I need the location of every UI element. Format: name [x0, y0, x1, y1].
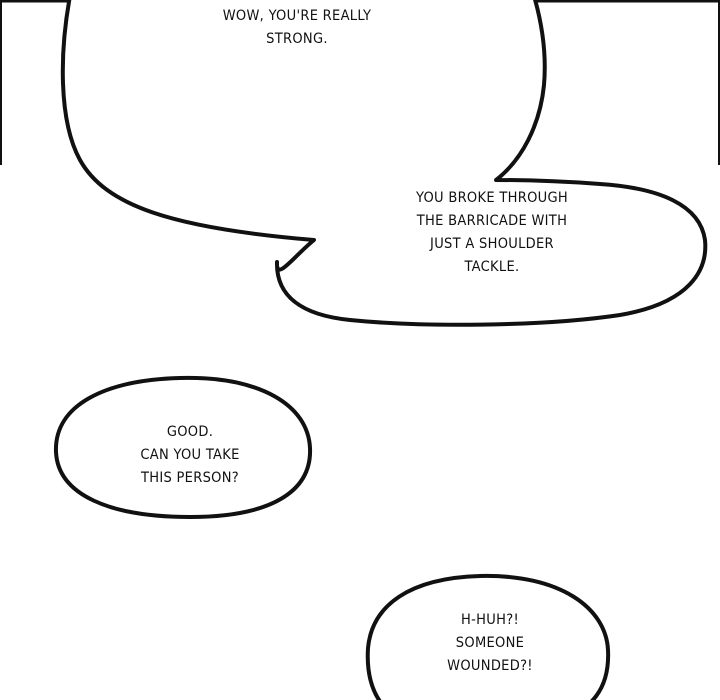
text-line: STRONG. — [266, 31, 328, 47]
text-line: JUST A SHOULDER — [430, 236, 554, 252]
text-line: H-HUH?! — [461, 612, 519, 628]
text-line: THIS PERSON? — [140, 470, 240, 486]
speech-bubble-4 — [365, 573, 611, 700]
text-line: YOU BROKE THROUGH — [415, 190, 569, 206]
bubble-text-2: YOU BROKE THROUGH THE BARRICADE WITH JUS… — [416, 187, 568, 279]
text-line: WOUNDED?! — [447, 658, 533, 674]
text-line: TACKLE. — [464, 259, 520, 275]
bubble-text-3: GOOD. CAN YOU TAKE THIS PERSON? — [140, 421, 239, 490]
bubble-text-1: WOW, YOU'RE REALLY STRONG. — [223, 5, 372, 51]
text-line: GOOD. — [166, 424, 214, 440]
bubble-text-4: H-HUH?! SOMEONE WOUNDED?! — [447, 609, 533, 678]
text-line: CAN YOU TAKE — [140, 447, 240, 463]
text-line: THE BARRICADE WITH — [416, 213, 568, 229]
speech-bubble-3 — [53, 375, 313, 520]
text-line: WOW, YOU'RE REALLY — [222, 8, 372, 24]
speech-bubble-merged — [60, 0, 708, 327]
text-line: SOMEONE — [455, 635, 525, 651]
